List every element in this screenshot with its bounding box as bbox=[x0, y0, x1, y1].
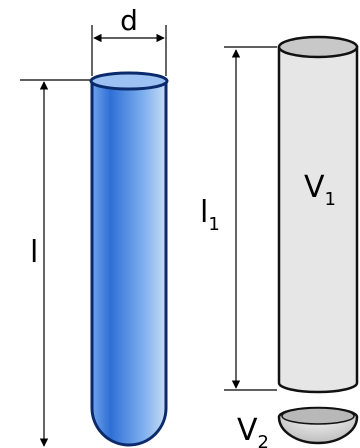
cap-top bbox=[281, 407, 355, 425]
tube-body bbox=[90, 81, 168, 447]
tube-rim bbox=[89, 71, 169, 91]
cap-volume-label: V2 bbox=[237, 413, 269, 448]
tube-length-dimension: l bbox=[20, 79, 90, 447]
diameter-dimension: d bbox=[91, 4, 167, 76]
hemisphere-cap-v2: V2 bbox=[237, 406, 359, 448]
diameter-label: d bbox=[120, 4, 138, 37]
cylinder-volume-label: V1 bbox=[304, 170, 336, 210]
cylinder-body bbox=[277, 45, 359, 394]
cylinder-v1: V1 bbox=[277, 35, 359, 394]
test-tube bbox=[89, 71, 169, 447]
cylinder-top bbox=[277, 35, 359, 59]
cylinder-length-dimension: l1 bbox=[200, 46, 277, 391]
tube-length-label: l bbox=[30, 235, 38, 270]
cylinder-length-label: l1 bbox=[200, 195, 220, 235]
